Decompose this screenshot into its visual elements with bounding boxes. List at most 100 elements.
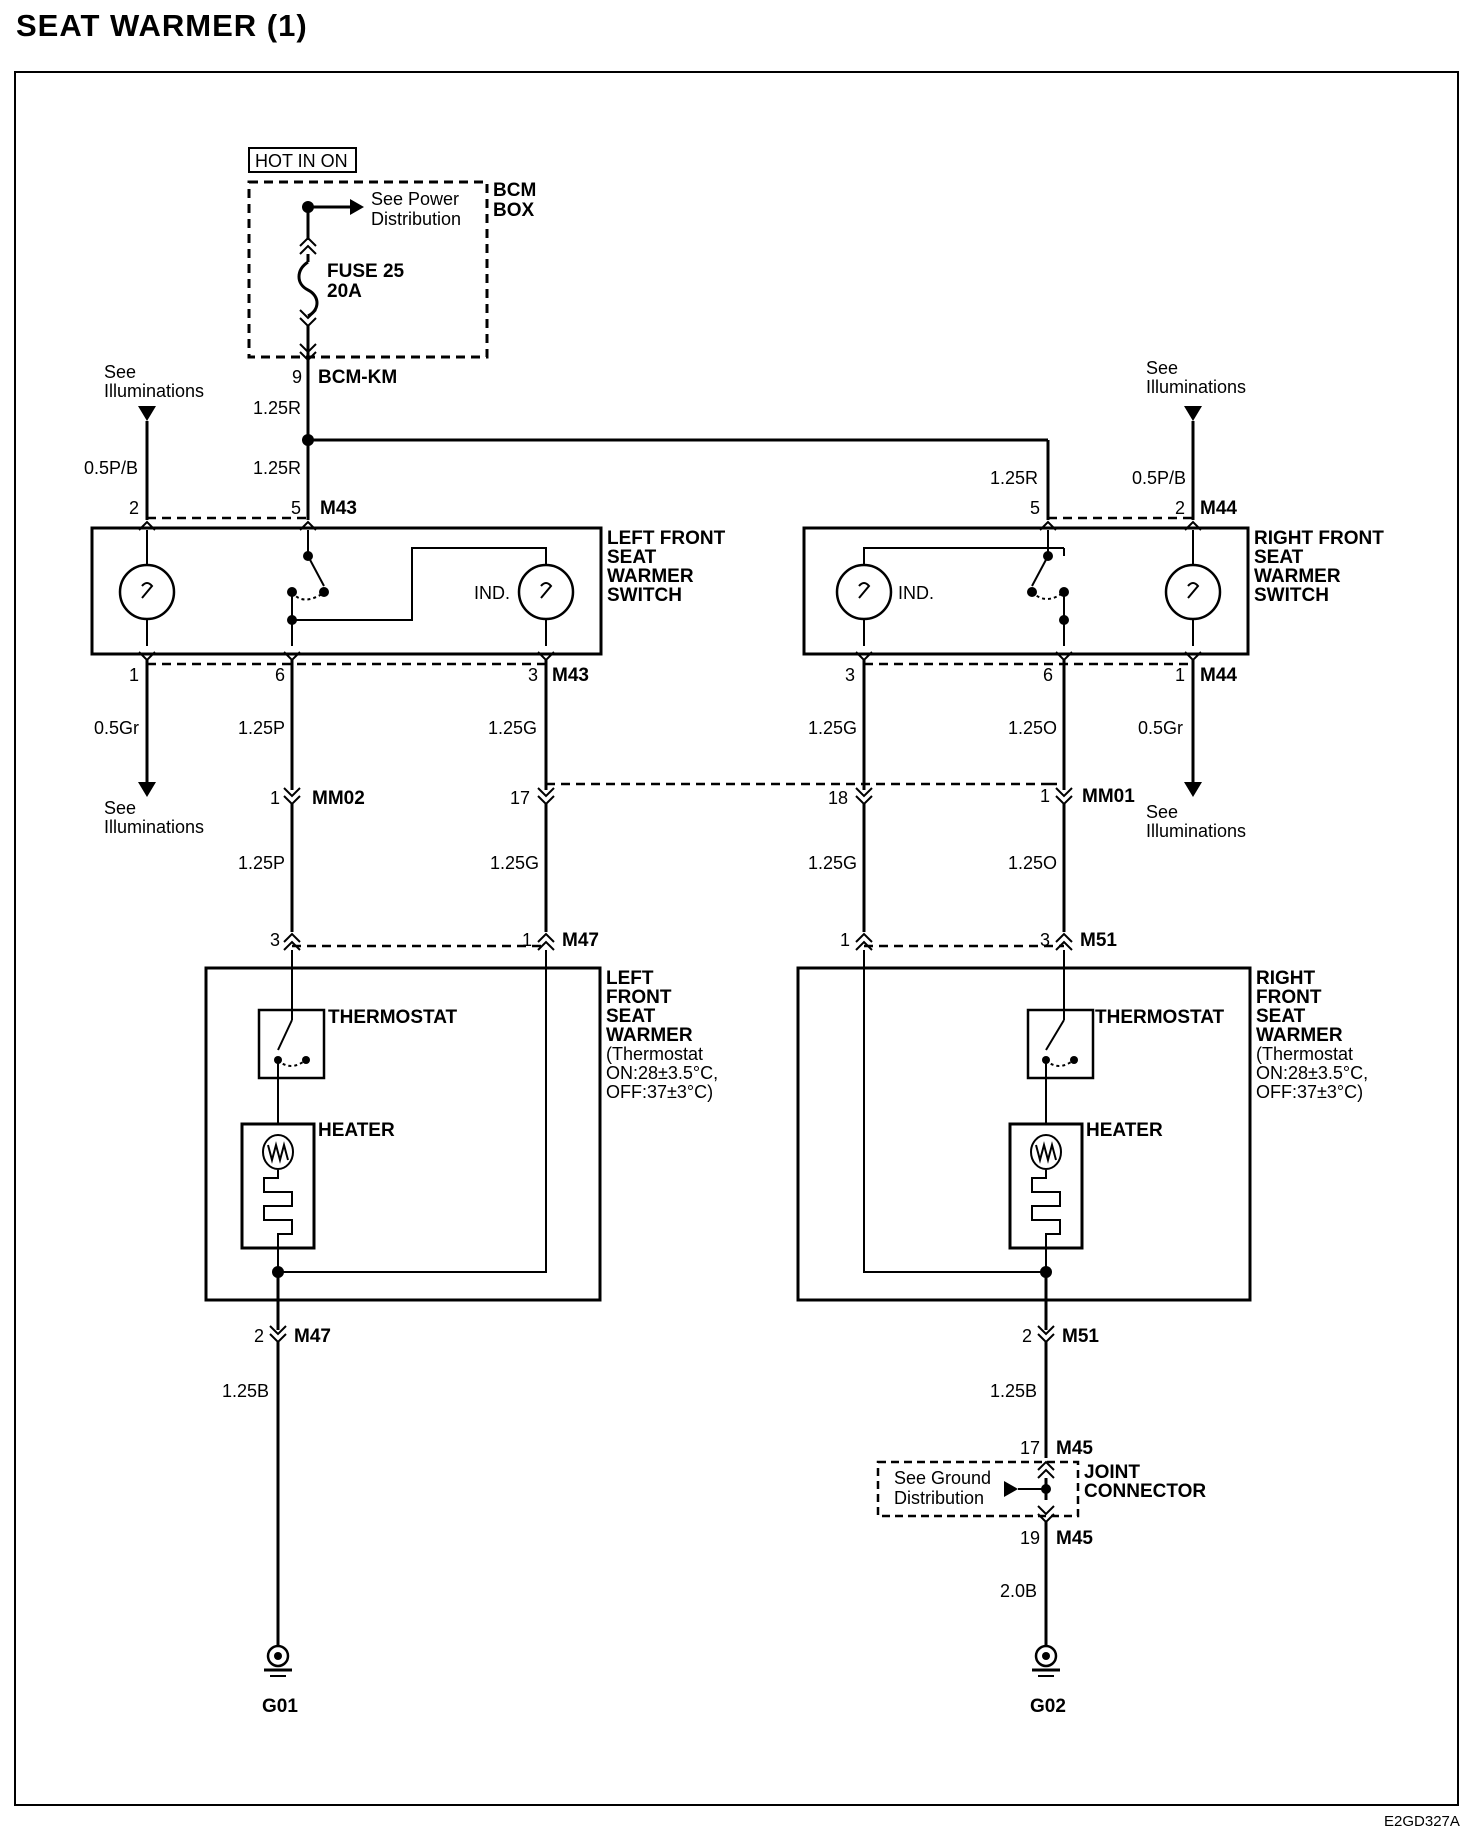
right-warmer-label-6: ON:28±3.5°C, — [1256, 1063, 1368, 1083]
right-switch-body — [802, 526, 1250, 656]
left-heater-icon — [240, 1122, 316, 1250]
left-heater-element — [263, 1170, 293, 1248]
m45-pin-19: 19 — [1020, 1528, 1040, 1548]
left-sw-pin-1: 1 — [129, 665, 139, 685]
wire-label-g-3: 1.25G — [808, 718, 857, 738]
left-sw-label-1: LEFT FRONT — [607, 528, 726, 549]
left-warmer-label-7: OFF:37±3°C) — [606, 1082, 713, 1102]
wire-label-b20: 2.0B — [1000, 1581, 1037, 1601]
left-sw-pin-5: 5 — [291, 498, 301, 518]
m45-connector-label-top: M45 — [1056, 1438, 1093, 1459]
ground-distribution-arrow-icon — [1004, 1481, 1018, 1497]
ground-g01-label: G01 — [262, 1696, 298, 1717]
left-sw-label-3: WARMER — [607, 566, 694, 587]
see-illum-top-left-2: Illuminations — [104, 381, 204, 401]
right-sw-connector-bottom: M44 — [1200, 665, 1237, 686]
wire-label-o-2: 1.25O — [1008, 853, 1057, 873]
left-warmer-label-1: LEFT — [606, 968, 654, 989]
see-ground-1: See Ground — [894, 1468, 991, 1488]
m47-pin-3: 3 — [270, 930, 280, 950]
left-warmer-label-2: FRONT — [606, 987, 672, 1008]
hot-in-on-label: HOT IN ON — [255, 151, 348, 171]
wire-label-pb-left: 0.5P/B — [84, 458, 138, 478]
left-ind-label: IND. — [474, 583, 510, 603]
mm02-pin-17: 17 — [510, 788, 530, 808]
power-distribution-arrow-icon — [350, 199, 364, 215]
left-front-seat-warmer-switch: See Illuminations 0.5P/B 2 5 M43 LEFT FR… — [84, 362, 726, 837]
m51-pin-2: 2 — [1022, 1326, 1032, 1346]
power-ref-2: Distribution — [371, 209, 461, 229]
mm01-connector: 18 1 MM01 — [828, 782, 1135, 808]
bcm-box-label-2: BOX — [493, 200, 535, 221]
right-warmer-label-1: RIGHT — [1256, 968, 1316, 989]
right-sw-pin-3: 3 — [845, 665, 855, 685]
left-thermostat-label: THERMOSTAT — [328, 1007, 458, 1028]
right-sw-pin-6: 6 — [1043, 665, 1053, 685]
right-sw-label-3: WARMER — [1254, 566, 1341, 587]
left-sw-pin-6: 6 — [275, 665, 285, 685]
joint-label-1: JOINT — [1084, 1462, 1140, 1483]
bcm-box: HOT IN ON BCM BOX See Power Distribution… — [247, 147, 536, 388]
wire-label-gr-right: 0.5Gr — [1138, 718, 1183, 738]
mm02-connector: 1 MM02 17 — [270, 782, 1048, 809]
mm01-pin-18: 18 — [828, 788, 848, 808]
bcm-box-outline — [247, 180, 489, 359]
left-sw-label-2: SEAT — [607, 547, 657, 568]
right-sw-pin-1: 1 — [1175, 665, 1185, 685]
joint-connector-box — [876, 1460, 1080, 1518]
wire-label-g-4: 1.25G — [808, 853, 857, 873]
m47-input-connector: 3 1 M47 — [270, 930, 599, 951]
see-illum-bottom-left-1: See — [104, 798, 136, 818]
see-illum-bottom-left-2: Illuminations — [104, 817, 204, 837]
right-ind-label: IND. — [898, 583, 934, 603]
see-illum-top-right-1: See — [1146, 358, 1178, 378]
left-sw-connector-top: M43 — [320, 498, 357, 519]
mm02-connector-label: MM02 — [312, 788, 365, 809]
left-ground-circuit: 2 M47 1.25B G01 — [222, 1272, 331, 1717]
wire-label-gr-left: 0.5Gr — [94, 718, 139, 738]
right-thermostat-icon — [1026, 1008, 1095, 1080]
wire-label-r-3: 1.25R — [990, 468, 1038, 488]
page-title: SEAT WARMER (1) — [16, 8, 308, 43]
right-heater-thermistor-icon — [1030, 1134, 1062, 1170]
m45-pin-17: 17 — [1020, 1438, 1040, 1458]
right-heater-label: HEATER — [1086, 1120, 1163, 1141]
illum-arrow-icon — [138, 782, 156, 797]
mm02-pin-1: 1 — [270, 788, 280, 808]
wire-label-p-2: 1.25P — [238, 853, 285, 873]
see-illum-bottom-right-2: Illuminations — [1146, 821, 1246, 841]
right-sw-label-1: RIGHT FRONT — [1254, 528, 1384, 549]
left-sw-label-4: SWITCH — [607, 585, 682, 606]
right-sw-label-4: SWITCH — [1254, 585, 1329, 606]
power-ref-1: See Power — [371, 189, 459, 209]
illum-arrow-icon — [138, 406, 156, 421]
left-sw-pin-2: 2 — [129, 498, 139, 518]
right-sw-pin-5: 5 — [1030, 498, 1040, 518]
right-warmer-label-5: (Thermostat — [1256, 1044, 1353, 1064]
right-front-seat-warmer-switch: See Illuminations 0.5P/B 5 2 M44 RIGHT F… — [802, 358, 1384, 841]
left-warmer-label-6: ON:28±3.5°C, — [606, 1063, 718, 1083]
m47-connector-label-bottom: M47 — [294, 1326, 331, 1347]
wire-label-r-1: 1.25R — [253, 398, 301, 418]
bcm-pin-9: 9 — [292, 367, 302, 387]
right-warmer-label-7: OFF:37±3°C) — [1256, 1082, 1363, 1102]
fuse-symbol — [297, 260, 319, 318]
left-warmer-body — [204, 966, 602, 1302]
right-heater-icon — [1008, 1122, 1084, 1250]
hot-in-on-box — [248, 147, 357, 173]
ground-g01-icon — [266, 1644, 290, 1668]
m51-pin-3: 3 — [1040, 930, 1050, 950]
right-warmer-label-4: WARMER — [1256, 1025, 1343, 1046]
see-illum-top-right-2: Illuminations — [1146, 377, 1246, 397]
wire-label-g-1: 1.25G — [488, 718, 537, 738]
left-heater-thermistor-icon — [262, 1134, 294, 1170]
bcm-km-connector-label: BCM-KM — [318, 367, 397, 388]
see-illum-top-left-1: See — [104, 362, 136, 382]
right-warmer-body — [796, 966, 1252, 1302]
diagram-frame — [14, 71, 1459, 1806]
m51-connector-label-bottom: M51 — [1062, 1326, 1099, 1347]
right-sw-label-2: SEAT — [1254, 547, 1304, 568]
right-thermostat-label: THERMOSTAT — [1095, 1007, 1225, 1028]
mm01-connector-label: MM01 — [1082, 786, 1135, 807]
